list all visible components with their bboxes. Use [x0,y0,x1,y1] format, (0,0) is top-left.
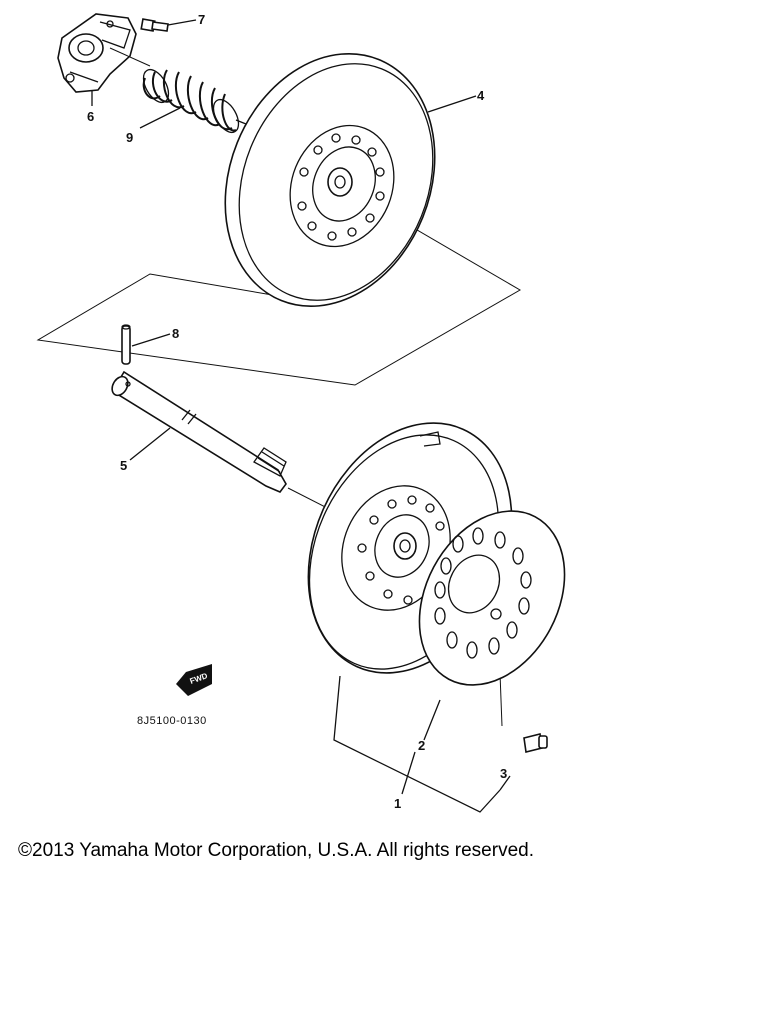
part-8-pin [121,324,131,365]
part-7-bolt [140,18,169,32]
plate-slots [434,527,532,659]
part-9-spring [142,68,247,134]
leader-lines [91,19,511,813]
part-4-movable-sheave [224,52,436,308]
parts-diagram: FWD 7 6 9 4 8 5 2 1 3 8J5100-0130 [36,12,566,813]
part-5-shaft [111,370,287,493]
callout-8: 8 [172,326,179,341]
sheave-bolt-holes-top [297,133,385,241]
part-6-cam-bracket [57,13,137,93]
diagram-code: 8J5100-0130 [137,715,207,727]
callout-9: 9 [126,130,133,145]
callout-7: 7 [198,12,205,27]
callout-3: 3 [500,766,507,781]
callout-5: 5 [120,458,127,473]
fwd-direction-badge: FWD [176,664,212,696]
part-2-plate [418,510,566,686]
part-3-bolt [523,733,548,753]
callout-1: 1 [394,796,401,811]
callout-6: 6 [87,109,94,124]
callout-2: 2 [418,738,425,753]
copyright-notice: ©2013 Yamaha Motor Corporation, U.S.A. A… [18,840,534,861]
callout-4: 4 [477,88,485,103]
